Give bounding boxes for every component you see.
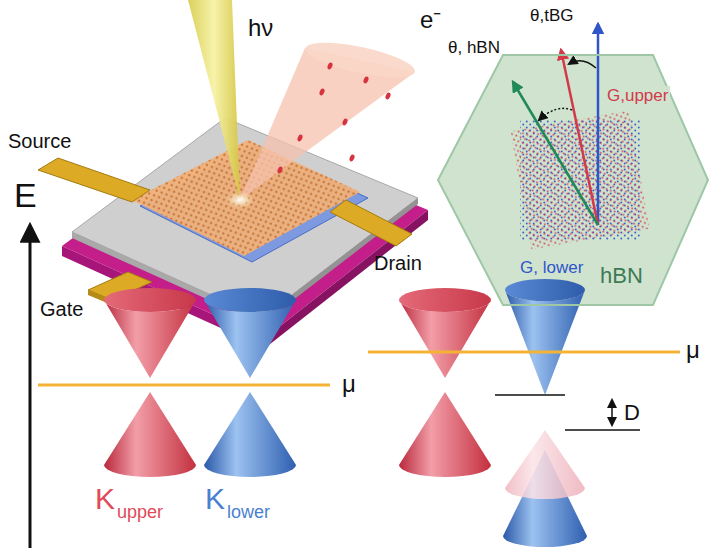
valley-label: K: [95, 482, 115, 517]
level-line: [565, 429, 640, 431]
substrate: [72, 118, 418, 318]
dirac-cone: [204, 392, 296, 477]
twist-angle-arrow: [569, 61, 596, 68]
band-cones-left: [38, 288, 330, 477]
valley-subscript: lower: [227, 502, 270, 523]
valley-subscript: upper: [117, 502, 163, 523]
chemical-potential-line: [368, 351, 680, 354]
upper-lattice: [510, 110, 649, 249]
electron-dot: [342, 118, 349, 126]
material-label: hBN: [600, 263, 643, 288]
axis-label: E: [14, 176, 37, 215]
electron-dot: [349, 154, 356, 162]
photoelectron-cone-top: [303, 36, 418, 85]
angle-label: θ, hBN: [448, 38, 500, 58]
upper-axis-arrow: [561, 50, 598, 225]
cone-opening: [399, 288, 491, 312]
level-line: [495, 394, 565, 396]
cone-opening: [104, 288, 196, 312]
electron-dot: [385, 92, 392, 100]
beam-spot: [226, 192, 254, 208]
cone-opening: [204, 288, 296, 312]
chemical-potential-label: μ: [686, 336, 700, 364]
lattice-pattern: [132, 140, 360, 256]
hbn-axis-arrow: [513, 82, 598, 225]
dirac-cone: [104, 392, 196, 477]
dirac-cone: [399, 392, 491, 477]
photon-beam: [188, 0, 240, 200]
chemical-potential-label: μ: [342, 370, 356, 398]
photon-label: hν: [248, 14, 273, 42]
hbn-fill: [438, 55, 708, 305]
layer-label: G, lower: [518, 258, 585, 278]
drain-electrode: [330, 200, 412, 246]
layer-label: G,upper: [605, 86, 670, 106]
electron-dot: [327, 62, 334, 70]
hexagon-border: [438, 55, 708, 305]
angle-label: θ,tBG: [530, 6, 573, 26]
electrode-label: Source: [8, 130, 71, 153]
electron-dot: [277, 166, 284, 174]
device: [38, 0, 428, 348]
band-cones-right: [368, 279, 680, 547]
upper-graphene: [132, 140, 360, 256]
photoelectrons: [277, 62, 392, 174]
electron-label: e⁻: [420, 6, 441, 34]
twist-schematic: [438, 24, 708, 305]
valley-label: K: [205, 482, 225, 517]
electron-dot: [363, 76, 370, 84]
electron-dot: [319, 88, 326, 96]
electrode-label: Drain: [374, 252, 422, 275]
shift-arrow: [611, 400, 613, 425]
chemical-potential-line: [38, 384, 330, 387]
shifted-cone: [505, 430, 585, 499]
energy-axis: [29, 226, 32, 548]
source-electrode: [38, 158, 150, 202]
hbn-angle-arrow: [539, 108, 572, 120]
cone-opening: [505, 279, 585, 301]
electron-dot: [297, 134, 304, 142]
shift-label: D: [624, 400, 640, 425]
electrode-label: Gate: [40, 298, 83, 321]
